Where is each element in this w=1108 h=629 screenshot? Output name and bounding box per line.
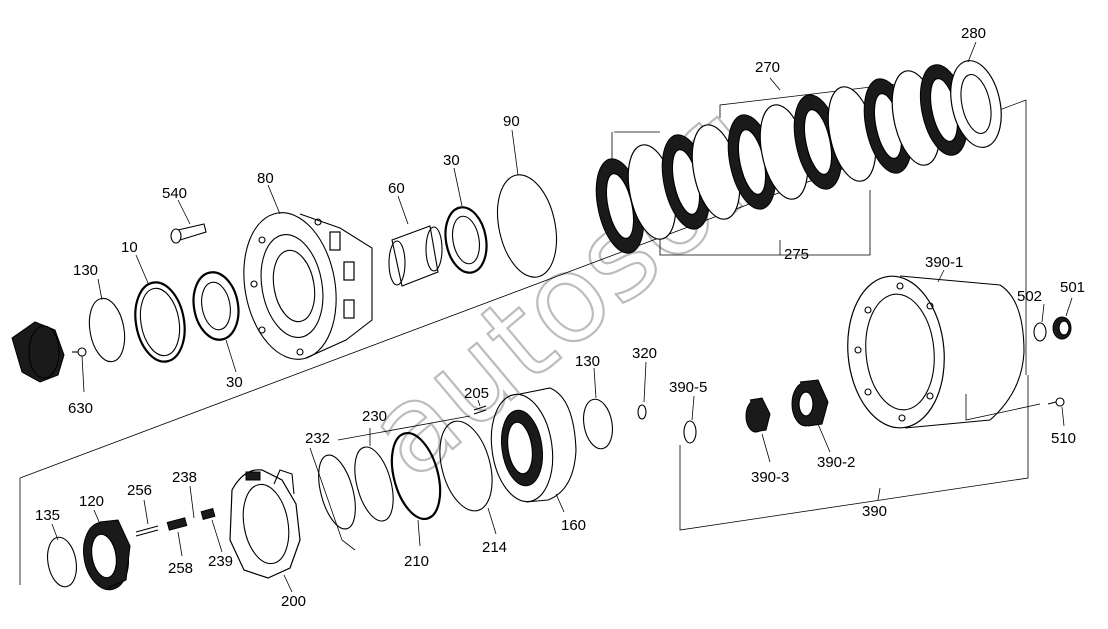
label-10: 10 <box>121 239 138 256</box>
label-130-upper: 130 <box>73 262 98 279</box>
label-510: 510 <box>1051 430 1076 447</box>
part-320-washer[interactable] <box>637 361 647 420</box>
label-238: 238 <box>172 469 197 486</box>
label-390-3: 390-3 <box>751 469 789 486</box>
part-390-3-gear[interactable] <box>745 397 771 463</box>
part-160-piston[interactable] <box>485 387 577 513</box>
label-60: 60 <box>388 180 405 197</box>
part-390-2-gear[interactable] <box>791 379 831 453</box>
part-60-sleeve[interactable] <box>388 195 443 287</box>
part-80-housing[interactable] <box>233 184 373 367</box>
label-280: 280 <box>961 25 986 42</box>
label-390: 390 <box>862 503 887 520</box>
label-270: 270 <box>755 59 780 76</box>
part-210-seal[interactable] <box>383 428 448 547</box>
label-540: 540 <box>162 185 187 202</box>
part-labels: 280 270 90 30 60 80 540 10 130 30 630 27… <box>35 25 1085 610</box>
part-10-ring[interactable] <box>129 254 190 366</box>
label-275: 275 <box>784 246 809 263</box>
label-258: 258 <box>168 560 193 577</box>
part-hub-dark[interactable] <box>11 321 65 383</box>
part-clutch-pack[interactable] <box>589 41 1009 258</box>
label-232: 232 <box>305 430 330 447</box>
part-630-bolt[interactable] <box>72 347 87 393</box>
label-30-upper: 30 <box>443 152 460 169</box>
part-230-seal[interactable] <box>337 415 471 525</box>
label-210: 210 <box>404 553 429 570</box>
part-280-end-plate <box>950 60 1002 148</box>
label-160: 160 <box>561 517 586 534</box>
bracket-390 <box>679 375 1029 531</box>
label-90: 90 <box>503 113 520 130</box>
label-214: 214 <box>482 539 507 556</box>
part-90-snap-ring[interactable] <box>489 129 565 283</box>
label-390-1: 390-1 <box>925 254 963 271</box>
label-390-5: 390-5 <box>669 379 707 396</box>
part-232-seal[interactable] <box>309 447 362 551</box>
part-135-oring[interactable] <box>44 523 80 589</box>
label-230: 230 <box>362 408 387 425</box>
label-239: 239 <box>208 553 233 570</box>
part-130-oring-lower[interactable] <box>580 367 616 451</box>
label-130-lower: 130 <box>575 353 600 370</box>
label-200: 200 <box>281 593 306 610</box>
part-540-pin[interactable] <box>170 199 207 244</box>
label-205: 205 <box>464 385 489 402</box>
label-30-lower: 30 <box>226 374 243 391</box>
part-30-bearing-lower[interactable] <box>188 269 243 373</box>
part-502-ring[interactable] <box>1033 303 1047 342</box>
part-256-pin[interactable] <box>135 499 159 537</box>
part-501-plug[interactable] <box>1052 297 1073 340</box>
part-390-1-drum[interactable] <box>842 269 1025 432</box>
label-501: 501 <box>1060 279 1085 296</box>
label-390-2: 390-2 <box>817 454 855 471</box>
part-130-oring[interactable] <box>85 278 130 364</box>
label-320: 320 <box>632 345 657 362</box>
part-390-5-ring[interactable] <box>683 395 697 444</box>
part-120-gear[interactable] <box>78 509 133 593</box>
part-214-seal[interactable] <box>431 415 501 535</box>
part-258-spring[interactable] <box>166 517 188 557</box>
part-238-spring[interactable] <box>189 485 216 521</box>
label-80: 80 <box>257 170 274 187</box>
part-30-bearing-upper[interactable] <box>441 167 492 276</box>
part-205-pin[interactable] <box>473 399 487 415</box>
label-502: 502 <box>1017 288 1042 305</box>
clutch-friction-disc-4 <box>793 94 843 190</box>
label-630: 630 <box>68 400 93 417</box>
label-120: 120 <box>79 493 104 510</box>
label-135: 135 <box>35 507 60 524</box>
part-510-bolt[interactable] <box>965 394 1065 427</box>
part-200-carrier[interactable] <box>229 469 301 593</box>
label-256: 256 <box>127 482 152 499</box>
